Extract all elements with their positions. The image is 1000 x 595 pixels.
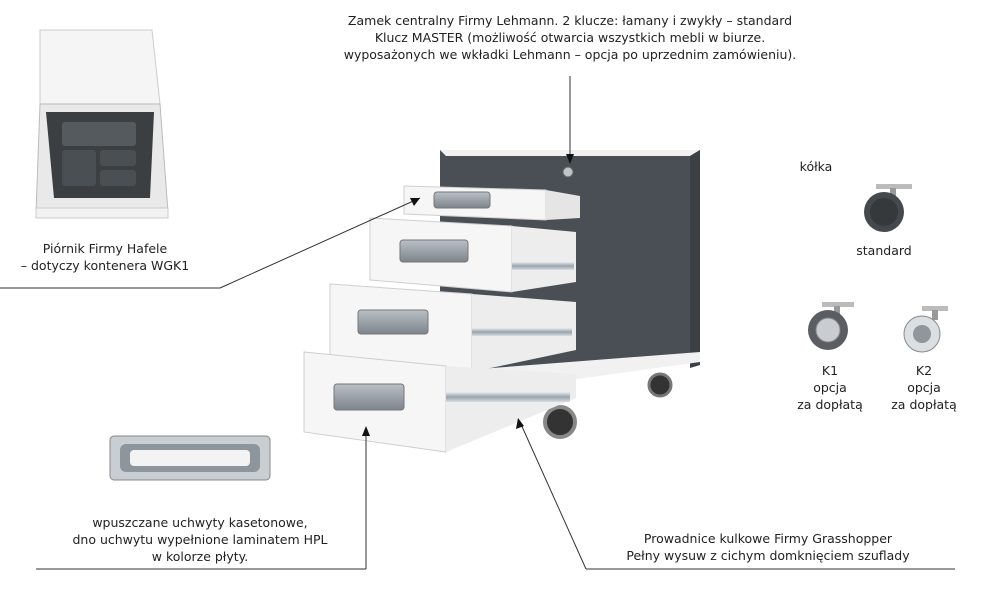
pencil-tray-caption-line1: Piórnik Firmy Hafele <box>42 241 168 256</box>
wheel-standard-image <box>864 184 912 232</box>
pencil-tray-caption-line2: – dotyczy kontenera WGK1 <box>20 258 190 273</box>
wheel-standard-caption: standard <box>856 243 912 258</box>
pencil-tray-caption: Piórnik Firmy Hafele – dotyczy kontenera… <box>10 240 200 274</box>
wheel-k1-image <box>808 302 854 350</box>
leader-lines <box>0 76 955 570</box>
lock-caption-line3: wyposażonych we wkładki Lehmann – opcja … <box>343 47 797 62</box>
lock-icon <box>562 166 574 178</box>
pencil-tray-image <box>35 29 169 219</box>
arrow-slides <box>516 418 524 429</box>
lock-caption-line2: Klucz MASTER (możliwość otwarcia wszystk… <box>374 30 766 45</box>
lock-caption-line1: Zamek centralny Firmy Lehmann. 2 klucze:… <box>347 13 793 28</box>
handle-caption-line2: dno uchwytu wypełnione laminatem HPL <box>72 532 328 547</box>
wheel-k2-name: K2 <box>915 363 933 378</box>
arrow-handle <box>362 426 370 436</box>
handle-caption-line3: w kolorze płyty. <box>151 549 249 564</box>
wheel-k1-surcharge: za dopłatą <box>797 397 863 412</box>
wheel-k1-option: opcja <box>813 380 847 395</box>
arrow-lock <box>566 154 574 164</box>
lock-caption: Zamek centralny Firmy Lehmann. 2 klucze:… <box>330 12 810 63</box>
slides-caption: Prowadnice kulkowe Firmy Grasshopper Peł… <box>598 530 938 564</box>
wheels-title: kółka <box>799 159 833 174</box>
wheel-k2-caption: K2 opcja za dopłatą <box>884 362 964 413</box>
handle-caption-line1: wpuszczane uchwyty kasetonowe, <box>92 515 308 530</box>
handle-caption: wpuszczane uchwyty kasetonowe, dno uchwy… <box>40 514 360 565</box>
wheel-k2-surcharge: za dopłatą <box>891 397 957 412</box>
wheel-k1-caption: K1 opcja za dopłatą <box>790 362 870 413</box>
handle-image <box>109 435 271 481</box>
wheel-k2-image <box>903 306 948 353</box>
wheel-k1-name: K1 <box>821 363 839 378</box>
wheel-k2-option: opcja <box>907 380 941 395</box>
arrow-pencil-tray <box>410 198 420 206</box>
slides-caption-line2: Pełny wysuw z cichym domknięciem szuflad… <box>626 548 910 563</box>
slides-caption-line1: Prowadnice kulkowe Firmy Grasshopper <box>643 531 893 546</box>
cabinet-image <box>303 150 700 453</box>
